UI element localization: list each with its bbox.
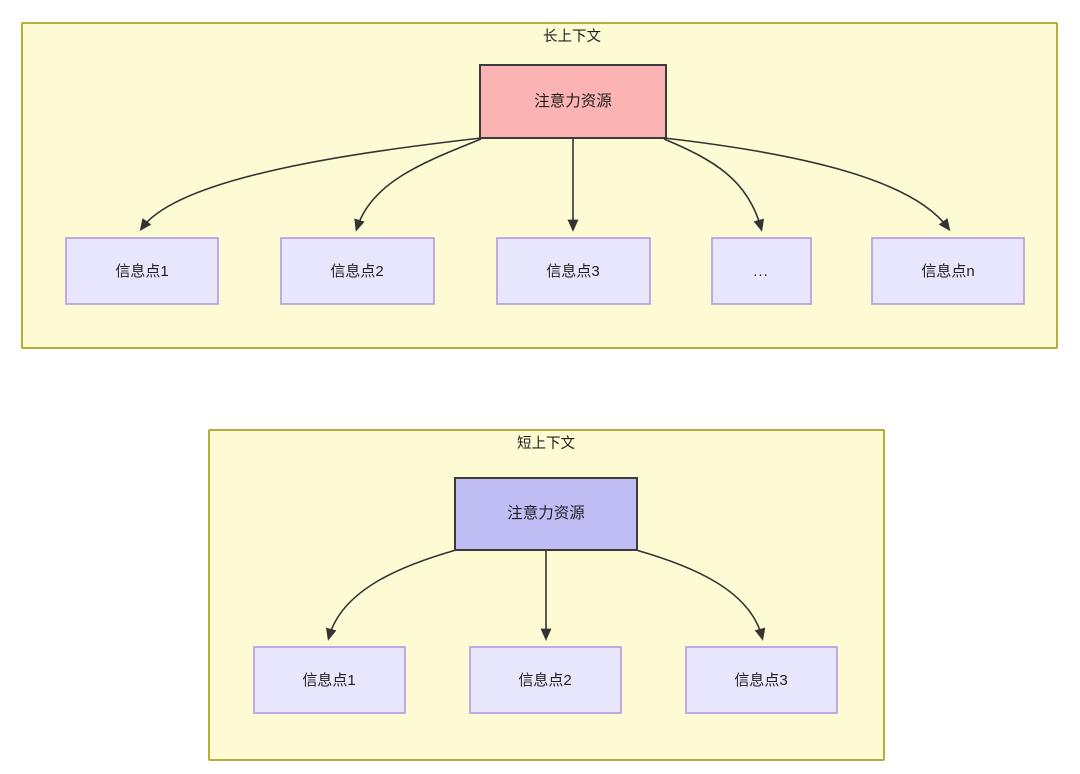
node-info2-label-short: 信息点2: [518, 672, 571, 689]
node-ellipsis-rect-long[interactable]: [711, 237, 812, 305]
edge-root-to-ellipsis: [663, 138, 765, 232]
node-info3-rect-short[interactable]: [685, 646, 838, 714]
container-title-long-context: 长上下文: [543, 28, 601, 45]
node-root-long-context[interactable]: 注意力资源: [479, 64, 667, 139]
node-info1-rect-long[interactable]: [65, 237, 219, 305]
node-root-label-short: 注意力资源: [507, 503, 585, 522]
node-info1-rect-short[interactable]: [253, 646, 406, 714]
node-info3-label-long: 信息点3: [546, 263, 599, 280]
node-info2-rect-long[interactable]: [280, 237, 435, 305]
node-info3-long[interactable]: 信息点3: [496, 237, 651, 305]
node-root-label-long: 注意力资源: [534, 91, 612, 110]
node-info3-rect-long[interactable]: [496, 237, 651, 305]
node-info2-rect-short[interactable]: [469, 646, 622, 714]
node-info1-short[interactable]: 信息点1: [253, 646, 406, 714]
edge-root-to-info3-short: [635, 549, 766, 641]
node-infon-long[interactable]: 信息点n: [871, 237, 1025, 305]
edge-root-to-info1-short: [325, 549, 457, 641]
node-info2-short[interactable]: 信息点2: [469, 646, 622, 714]
node-infon-rect-long[interactable]: [871, 237, 1025, 305]
node-info2-long[interactable]: 信息点2: [280, 237, 435, 305]
node-ellipsis-label-long: ...: [753, 263, 769, 280]
container-title-short-context: 短上下文: [517, 435, 575, 452]
node-info1-label-short: 信息点1: [302, 672, 355, 689]
node-root-rect-long[interactable]: [479, 64, 667, 139]
node-root-rect-short[interactable]: [454, 477, 638, 551]
node-root-short-context[interactable]: 注意力资源: [454, 477, 638, 551]
node-ellipsis-long[interactable]: ...: [711, 237, 812, 305]
edge-group-short-context: [325, 549, 766, 641]
node-info2-label-long: 信息点2: [330, 263, 383, 280]
diagram-short-context: 短上下文 注意力资源 信息点1 信息点2 信息点3: [208, 429, 885, 761]
node-info3-short[interactable]: 信息点3: [685, 646, 838, 714]
edge-group-long-context: [139, 137, 951, 232]
diagram-long-context: 长上下文 注意力资源 信息点1 信息点2: [21, 22, 1058, 349]
edge-root-to-info1: [139, 137, 482, 232]
node-infon-label-long: 信息点n: [921, 263, 974, 280]
node-info1-label-long: 信息点1: [115, 263, 168, 280]
edge-root-to-info2: [354, 138, 482, 232]
node-info3-label-short: 信息点3: [734, 672, 787, 689]
edge-root-to-infon: [663, 137, 951, 232]
node-info1-long[interactable]: 信息点1: [65, 237, 219, 305]
